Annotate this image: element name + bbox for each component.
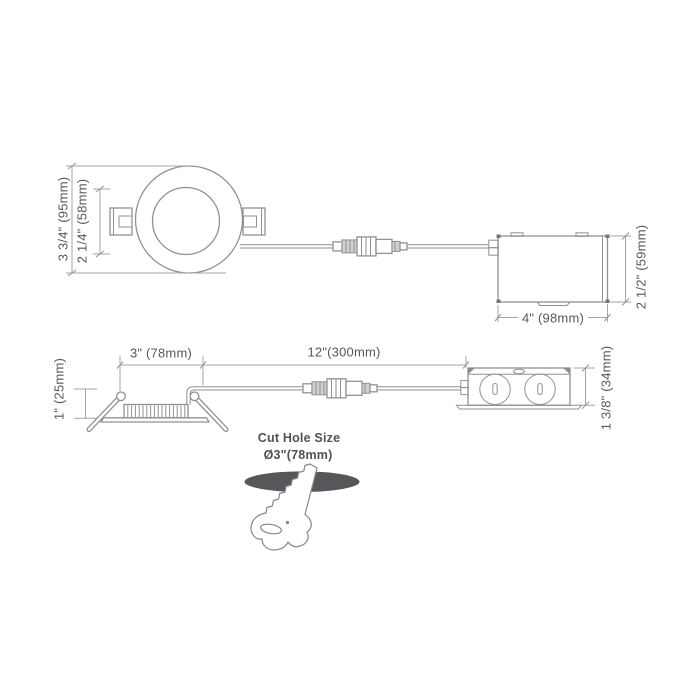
knockout-left — [479, 373, 511, 405]
dim-label-box-width: 4" (98mm) — [517, 311, 589, 324]
dim-label-front-outer-diameter: 3 3/4" (95mm) — [55, 176, 71, 262]
cut-hole-illustration — [244, 463, 360, 551]
aperture-circle — [151, 186, 221, 256]
dim-label-front-aperture-diameter: 2 1/4" (58mm) — [74, 178, 90, 264]
dim-label-box-depth: 2 1/2" (59mm) — [633, 224, 649, 309]
junction-box-plan-view — [488, 232, 610, 306]
trim-flange — [99, 417, 211, 423]
front-view-dimensions — [66, 162, 226, 277]
cut-hole-title: Cut Hole Size — [257, 430, 341, 445]
downlight-front-view — [109, 165, 266, 274]
dim-label-cable-length: 12"(300mm) — [307, 344, 381, 360]
plan-box-dimensions — [494, 232, 631, 322]
junction-box-front-view — [455, 367, 583, 410]
top-cable — [240, 236, 489, 257]
middle-cable — [198, 378, 461, 399]
cut-hole-diameter: Ø3"(78mm) — [263, 447, 333, 462]
dim-label-recess-depth: 1" (25mm) — [51, 357, 67, 421]
trim-outer-circle — [134, 165, 244, 274]
dim-label-jbox-height: 1 3/8" (34mm) — [598, 345, 614, 430]
side-view-dimensions — [116, 356, 595, 410]
cable-connector-icon — [332, 236, 408, 257]
saw-icon — [250, 463, 318, 551]
dim-label-fixture-width: 3" (78mm) — [129, 345, 193, 360]
cable-connector-icon — [302, 378, 378, 399]
downlight-side-view — [74, 386, 229, 432]
knockout-right — [524, 373, 556, 405]
